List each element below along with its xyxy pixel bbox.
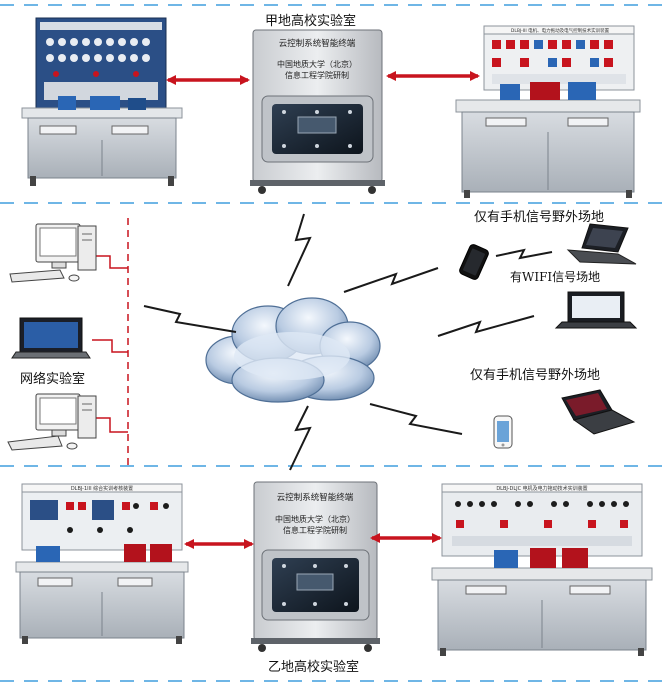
wireless-link-bottom (289, 405, 312, 471)
terminal-top-org-line1: 中国地质大学（北京） (277, 59, 357, 69)
wifi-site-label: 有WIFI信号场地 (510, 270, 601, 284)
smartphone-icon (493, 415, 513, 449)
wireless-link-phone-mid (369, 403, 463, 435)
terminal-top-title: 云控制系统智能终端 (279, 38, 356, 49)
wireless-link-top (287, 213, 312, 287)
laptop-icon (561, 389, 636, 435)
cloud-terminal-bottom (251, 481, 380, 652)
wireless-link-wifi (437, 315, 535, 337)
terminal-bottom-title: 云控制系统智能终端 (277, 492, 354, 503)
top-lab-label: 甲地高校实验室 (265, 14, 357, 29)
bench-top-left (21, 17, 183, 186)
link-laptop (92, 339, 128, 353)
bench-bottom-right-sign: DLBJ-DLJC 电机及电力拖动技术实训装置 (496, 485, 587, 492)
bench-bottom-left-sign: DLBJ-1III 综合实训考核装置 (71, 485, 133, 492)
phone-only-mid-label: 仅有手机信号野外场地 (470, 368, 601, 383)
terminal-bottom-org-line2: 信息工程学院研制 (283, 525, 347, 535)
wireless-link-network-lab (143, 305, 237, 333)
desktop-computer-icon (7, 393, 97, 451)
terminal-bottom-org-line1: 中国地质大学（北京） (275, 514, 355, 524)
bench-bottom-right (431, 483, 653, 656)
desktop-computer-icon (9, 223, 97, 283)
bottom-lab-label: 乙地高校实验室 (268, 660, 360, 675)
link-desktop-1 (96, 255, 128, 269)
laptop-icon (11, 317, 91, 359)
cloud-terminal-top (250, 29, 385, 194)
smartphone-icon (459, 244, 489, 280)
laptop-icon (566, 223, 637, 265)
bench-top-right-sign: DLBJ-III 电机、电力拖动及电气控制技术实训装置 (511, 27, 610, 34)
laptop-icon (554, 291, 638, 329)
bench-bottom-left (15, 483, 189, 644)
wireless-link-phone-laptop (495, 248, 553, 260)
link-desktop-2 (96, 417, 128, 433)
cloud-icon (205, 297, 381, 403)
network-lab-label: 网络实验室 (20, 372, 86, 387)
phone-only-top-label: 仅有手机信号野外场地 (474, 210, 605, 225)
bench-top-right (455, 25, 641, 198)
terminal-top-org-line2: 信息工程学院研制 (285, 70, 349, 80)
wireless-link-phone-top (343, 267, 439, 293)
